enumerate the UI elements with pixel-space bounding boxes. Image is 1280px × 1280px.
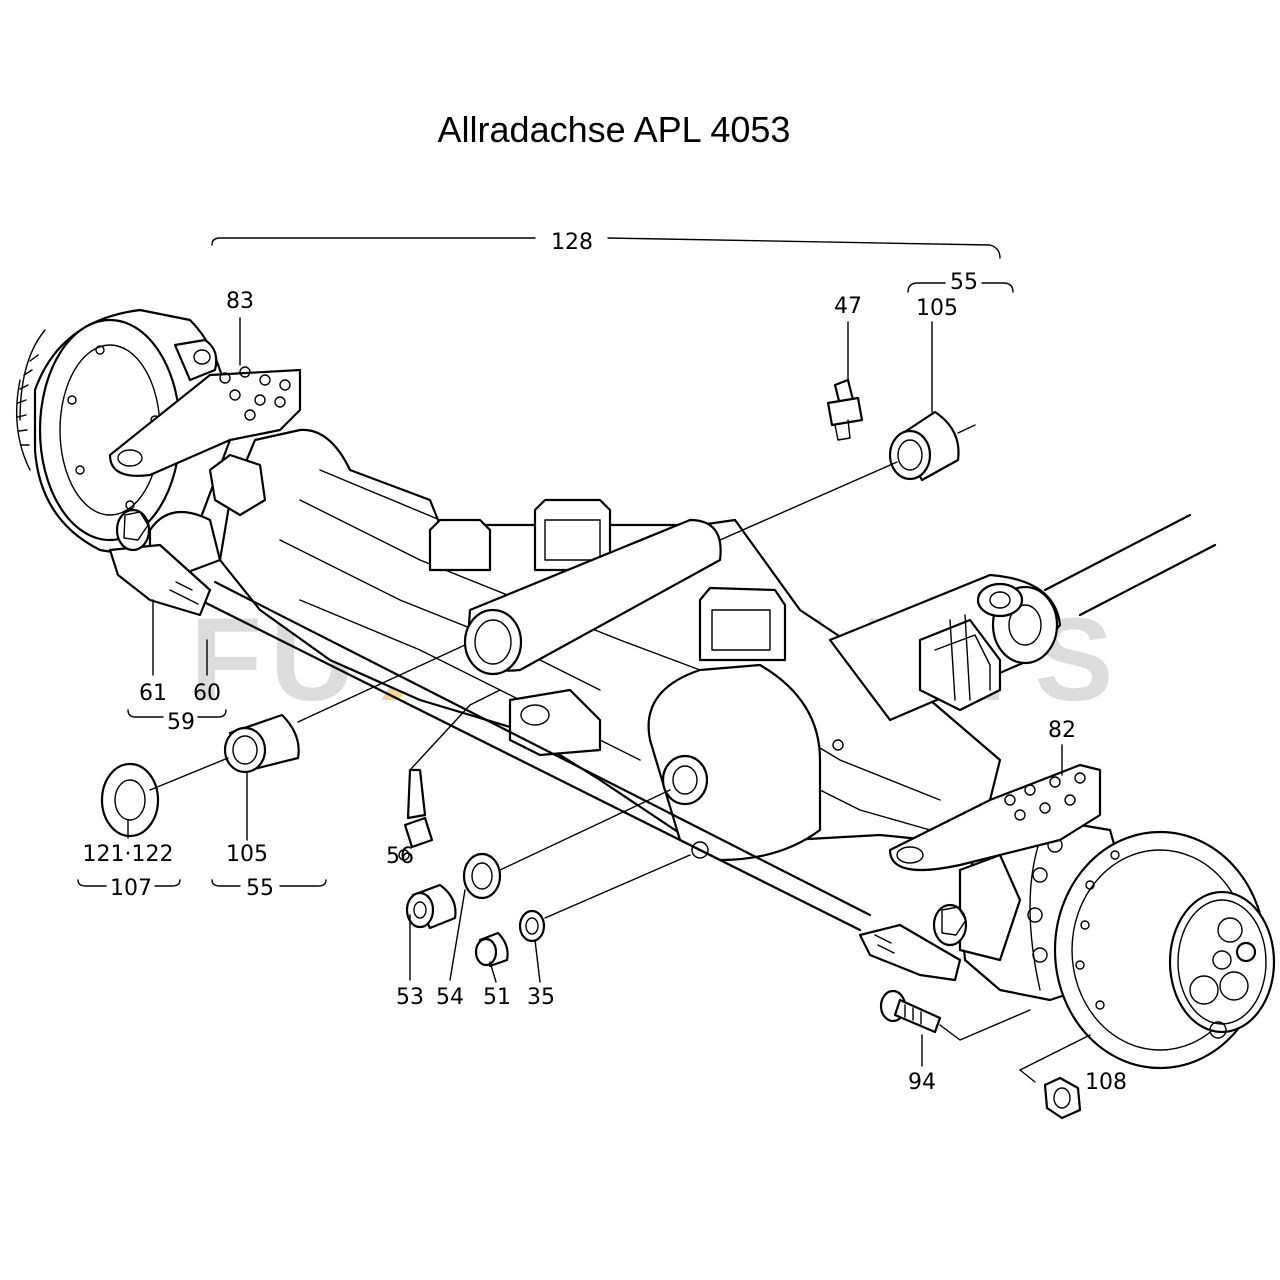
leader-lines (77, 237, 1091, 1083)
bolt-94 (879, 989, 942, 1034)
callout-107: 107 (110, 876, 152, 901)
bushing-105-top (888, 410, 960, 482)
callout-105-left: 105 (226, 842, 268, 867)
callout-83: 83 (226, 289, 254, 314)
callout-53: 53 (396, 985, 424, 1010)
tie-rod (108, 508, 968, 982)
callout-94: 94 (908, 1070, 936, 1095)
callout-55-left: 55 (246, 876, 274, 901)
callout-105-top: 105 (916, 296, 958, 321)
grease-nipple-47 (826, 378, 864, 441)
washer-54 (462, 852, 502, 900)
bushing-105-left (223, 713, 300, 774)
callout-51: 51 (483, 985, 511, 1010)
callout-128: 128 (551, 230, 593, 255)
callout-59: 59 (167, 710, 195, 735)
left-wheel-hub (16, 308, 232, 554)
callout-47: 47 (834, 294, 862, 319)
callout-56: 56 (386, 844, 414, 869)
callout-82: 82 (1048, 718, 1076, 743)
right-wheel-hub (958, 818, 1276, 1070)
callout-108: 108 (1085, 1070, 1127, 1095)
axle-housing (218, 428, 1002, 862)
callout-54: 54 (436, 985, 464, 1010)
callout-60: 60 (193, 681, 221, 706)
callout-35: 35 (527, 985, 555, 1010)
seal-ring-121-122 (100, 762, 160, 838)
washer-35 (518, 909, 546, 943)
driveshaft (828, 513, 1217, 722)
plug-53 (405, 883, 457, 930)
plug-51 (474, 931, 509, 968)
right-steering-arm (888, 763, 1102, 962)
sensor-56 (398, 768, 434, 861)
part-callouts: 128 55 47 105 83 82 61 60 59 121·122 107… (83, 230, 1127, 1095)
left-steering-arm (108, 366, 302, 577)
nut-108 (1043, 1076, 1082, 1120)
callout-55-top: 55 (950, 270, 978, 295)
diagram-title: Allradachse APL 4053 (438, 109, 791, 150)
callout-61: 61 (139, 681, 167, 706)
callout-121-122: 121·122 (83, 842, 174, 867)
